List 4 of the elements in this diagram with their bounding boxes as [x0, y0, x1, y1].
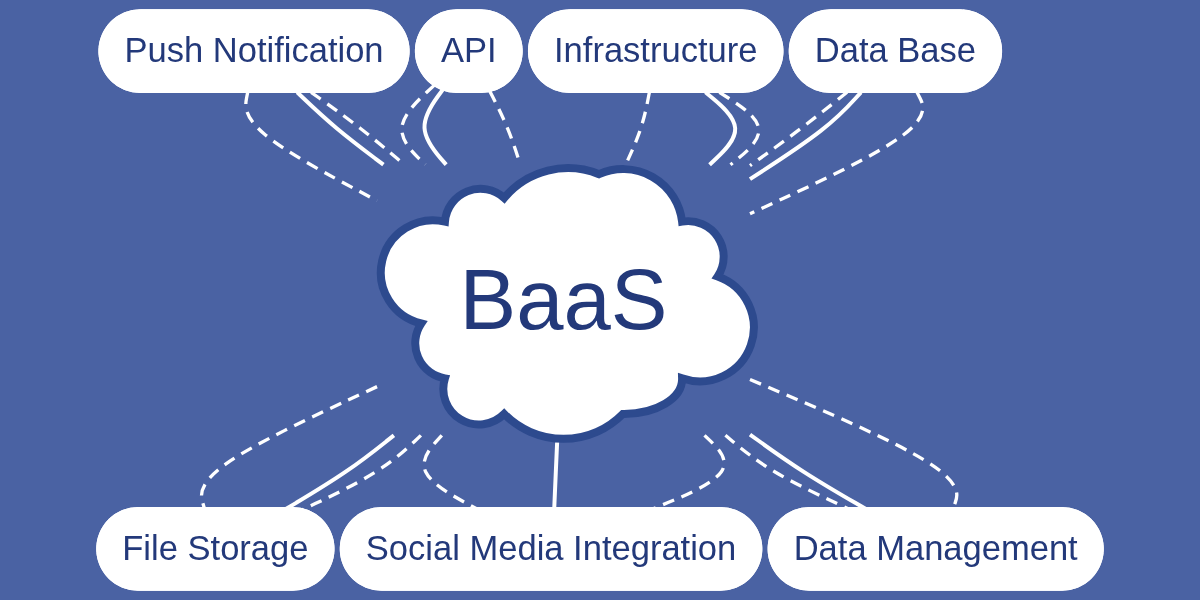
connector: [749, 91, 849, 168]
connector: [422, 88, 448, 166]
connector: [244, 91, 378, 203]
connector: [749, 91, 925, 216]
